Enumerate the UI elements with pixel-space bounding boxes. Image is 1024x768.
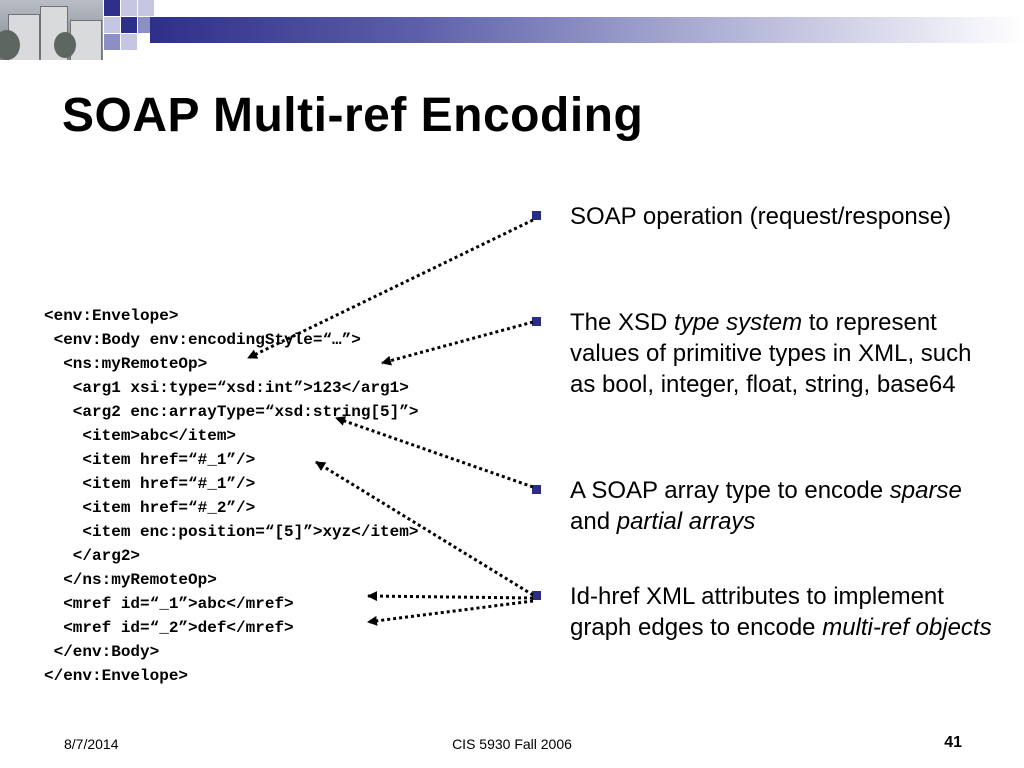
bullet-emphasis: type system bbox=[674, 309, 803, 336]
banner-gradient-bar bbox=[150, 17, 1024, 43]
bullet-text: The XSD type system to represent values … bbox=[570, 307, 992, 400]
code-line: <env:Body env:encodingStyle=“…”> bbox=[44, 331, 361, 349]
bullet-item: The XSD type system to represent values … bbox=[532, 307, 992, 400]
code-line: <mref id=“_1”>abc</mref> bbox=[44, 595, 294, 613]
code-line: <item enc:position=“[5]”>xyz</item> bbox=[44, 523, 419, 541]
bullet-emphasis: partial arrays bbox=[616, 508, 756, 535]
decor-square bbox=[138, 0, 154, 16]
bullet-square-icon bbox=[532, 317, 541, 326]
code-line: <arg1 xsi:type=“xsd:int”>123</arg1> bbox=[44, 379, 409, 397]
code-line: </env:Envelope> bbox=[44, 667, 189, 685]
decor-square bbox=[104, 0, 120, 16]
bullet-square-icon bbox=[532, 211, 541, 220]
footer-course: CIS 5930 Fall 2006 bbox=[452, 736, 572, 752]
bullet-square-icon bbox=[532, 591, 541, 600]
footer-date: 8/7/2014 bbox=[64, 736, 119, 752]
code-line: <item>abc</item> bbox=[44, 427, 237, 445]
bullet-text: A SOAP array type to encode sparse and p… bbox=[570, 475, 992, 537]
campus-building-photo bbox=[0, 0, 103, 60]
bullet-text-run: SOAP operation (request/response) bbox=[570, 203, 952, 230]
code-line: <item href=“#_1”/> bbox=[44, 475, 256, 493]
bullet-text: Id-href XML attributes to implement grap… bbox=[570, 581, 992, 643]
decor-square bbox=[121, 0, 137, 16]
code-line: </arg2> bbox=[44, 547, 141, 565]
code-line: <item href=“#_2”/> bbox=[44, 499, 256, 517]
slide-title: SOAP Multi-ref Encoding bbox=[62, 89, 644, 142]
code-line: <env:Envelope> bbox=[44, 307, 179, 325]
decor-square bbox=[121, 17, 137, 33]
xml-code-block: <env:Envelope> <env:Body env:encodingSty… bbox=[44, 304, 418, 688]
bullet-text-run: and bbox=[570, 508, 617, 535]
bullet-text-run: A SOAP array type to encode bbox=[570, 477, 890, 504]
bullet-text-run: The XSD bbox=[570, 309, 675, 336]
bullet-emphasis: sparse bbox=[889, 477, 962, 504]
decor-square bbox=[104, 34, 120, 50]
code-line: <mref id=“_2”>def</mref> bbox=[44, 619, 294, 637]
page-number: 41 bbox=[944, 734, 962, 751]
bullet-item: A SOAP array type to encode sparse and p… bbox=[532, 475, 992, 537]
code-line: <item href=“#_1”/> bbox=[44, 451, 256, 469]
bullet-item: SOAP operation (request/response) bbox=[532, 201, 992, 232]
decor-square bbox=[121, 34, 137, 50]
header-banner bbox=[0, 0, 1024, 62]
code-line: </env:Body> bbox=[44, 643, 160, 661]
bullet-text-run: Id-href XML attributes to implement grap… bbox=[570, 583, 944, 641]
decor-square bbox=[104, 17, 120, 33]
code-line: <ns:myRemoteOp> bbox=[44, 355, 208, 373]
bullet-item: Id-href XML attributes to implement grap… bbox=[532, 581, 992, 643]
bullet-emphasis: multi-ref objects bbox=[822, 614, 992, 641]
bullet-text: SOAP operation (request/response) bbox=[570, 201, 992, 232]
code-line: </ns:myRemoteOp> bbox=[44, 571, 217, 589]
code-line: <arg2 enc:arrayType=“xsd:string[5]”> bbox=[44, 403, 419, 421]
bullet-square-icon bbox=[532, 485, 541, 494]
bullet-text-run: to represent values of primitive types i… bbox=[570, 309, 972, 398]
